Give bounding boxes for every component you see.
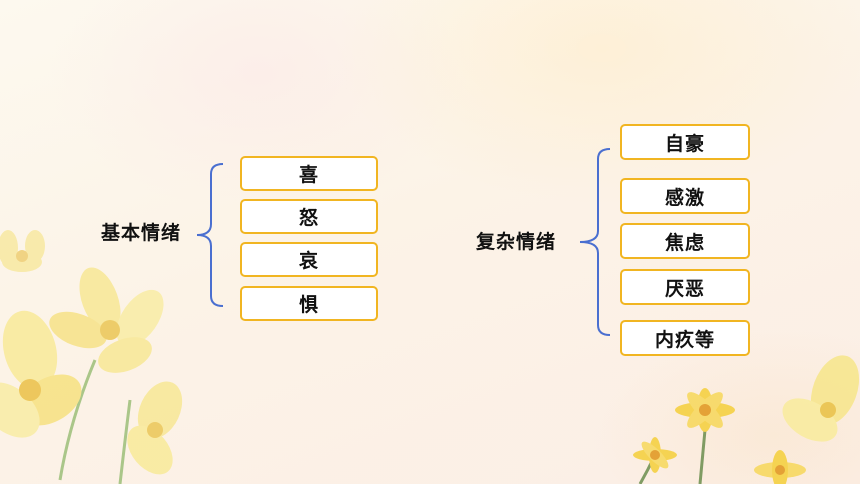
complex-item-box: 焦虑: [620, 223, 750, 259]
basic-item-box: 喜: [240, 156, 378, 191]
basic-emotions-label: 基本情绪: [101, 222, 182, 244]
complex-emotions-label: 复杂情绪: [476, 231, 557, 253]
complex-item-box: 内疚等: [620, 320, 750, 356]
complex-brace: [579, 148, 611, 336]
basic-item-box: 哀: [240, 242, 378, 277]
basic-item-box: 惧: [240, 286, 378, 321]
basic-brace: [196, 163, 224, 307]
complex-item-box: 自豪: [620, 124, 750, 160]
basic-item-box: 怒: [240, 199, 378, 234]
complex-item-box: 厌恶: [620, 269, 750, 305]
complex-item-box: 感激: [620, 178, 750, 214]
